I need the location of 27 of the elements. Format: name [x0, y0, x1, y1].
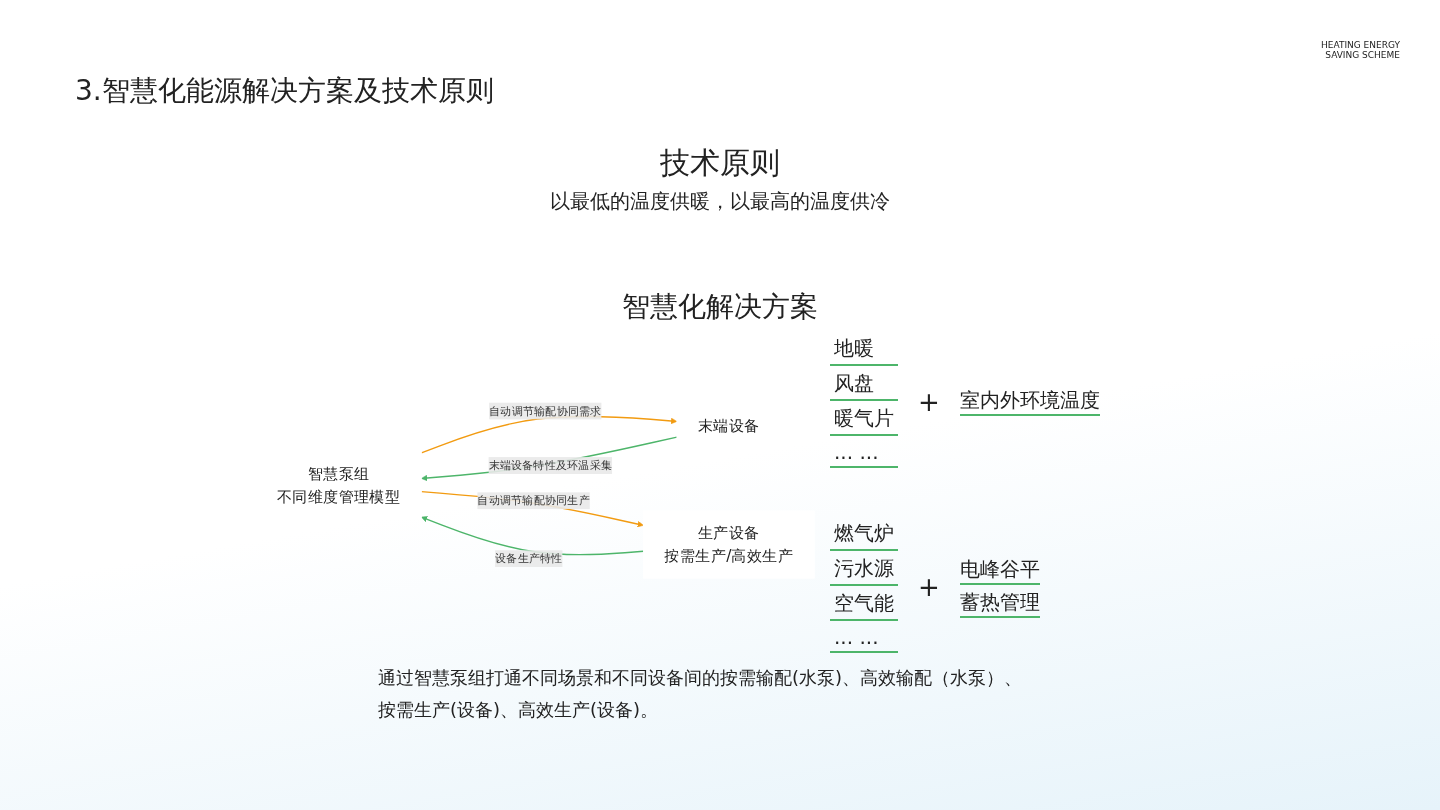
arrow — [421, 436, 678, 481]
underlined-label: 燃气炉 — [830, 520, 898, 551]
header-text: HEATING ENERGY SAVING SCHEME — [1320, 40, 1400, 60]
underlined-label: 电峰谷平 — [959, 555, 1040, 585]
underlined-label: ... ... — [830, 440, 898, 468]
plus-sign: + — [918, 571, 940, 602]
underlined-label: 空气能 — [830, 590, 898, 621]
underlined-label: 地暖 — [830, 335, 898, 366]
caption: 通过智慧泵组打通不同场景和不同设备间的按需输配(水泵)、高效输配（水泵）、按需生产(设备)、高效生产(设备)。 — [378, 666, 1024, 722]
plus-sign: + — [918, 386, 940, 417]
slide-title: 3.智慧化能源解决方案及技术原则 — [75, 73, 494, 109]
node-text: 末端设备 — [697, 416, 760, 434]
edge-label: 自动调节输配协同需求 — [489, 403, 602, 417]
arrow — [420, 490, 644, 527]
underlined-label: 室内外环境温度 — [959, 387, 1100, 416]
edge-label: 自动调节输配协同生产 — [477, 493, 590, 507]
underlined-label: 蓄热管理 — [959, 588, 1040, 618]
underlined-label: 污水源 — [830, 555, 898, 586]
edge-label: 设备生产特性 — [495, 551, 563, 565]
underlined-label: 风盘 — [830, 370, 898, 401]
heading: 技术原则 — [659, 144, 781, 182]
subheading: 以最低的温度供暖，以最高的温度供冷 — [549, 188, 891, 215]
underlined-label: ... ... — [830, 625, 898, 653]
heading: 智慧化解决方案 — [621, 289, 819, 325]
underlined-label: 暖气片 — [830, 405, 898, 436]
edge-label: 末端设备特性及环温采集 — [488, 458, 613, 472]
node-text: 智慧泵组 不同维度管理模型 — [276, 464, 401, 505]
